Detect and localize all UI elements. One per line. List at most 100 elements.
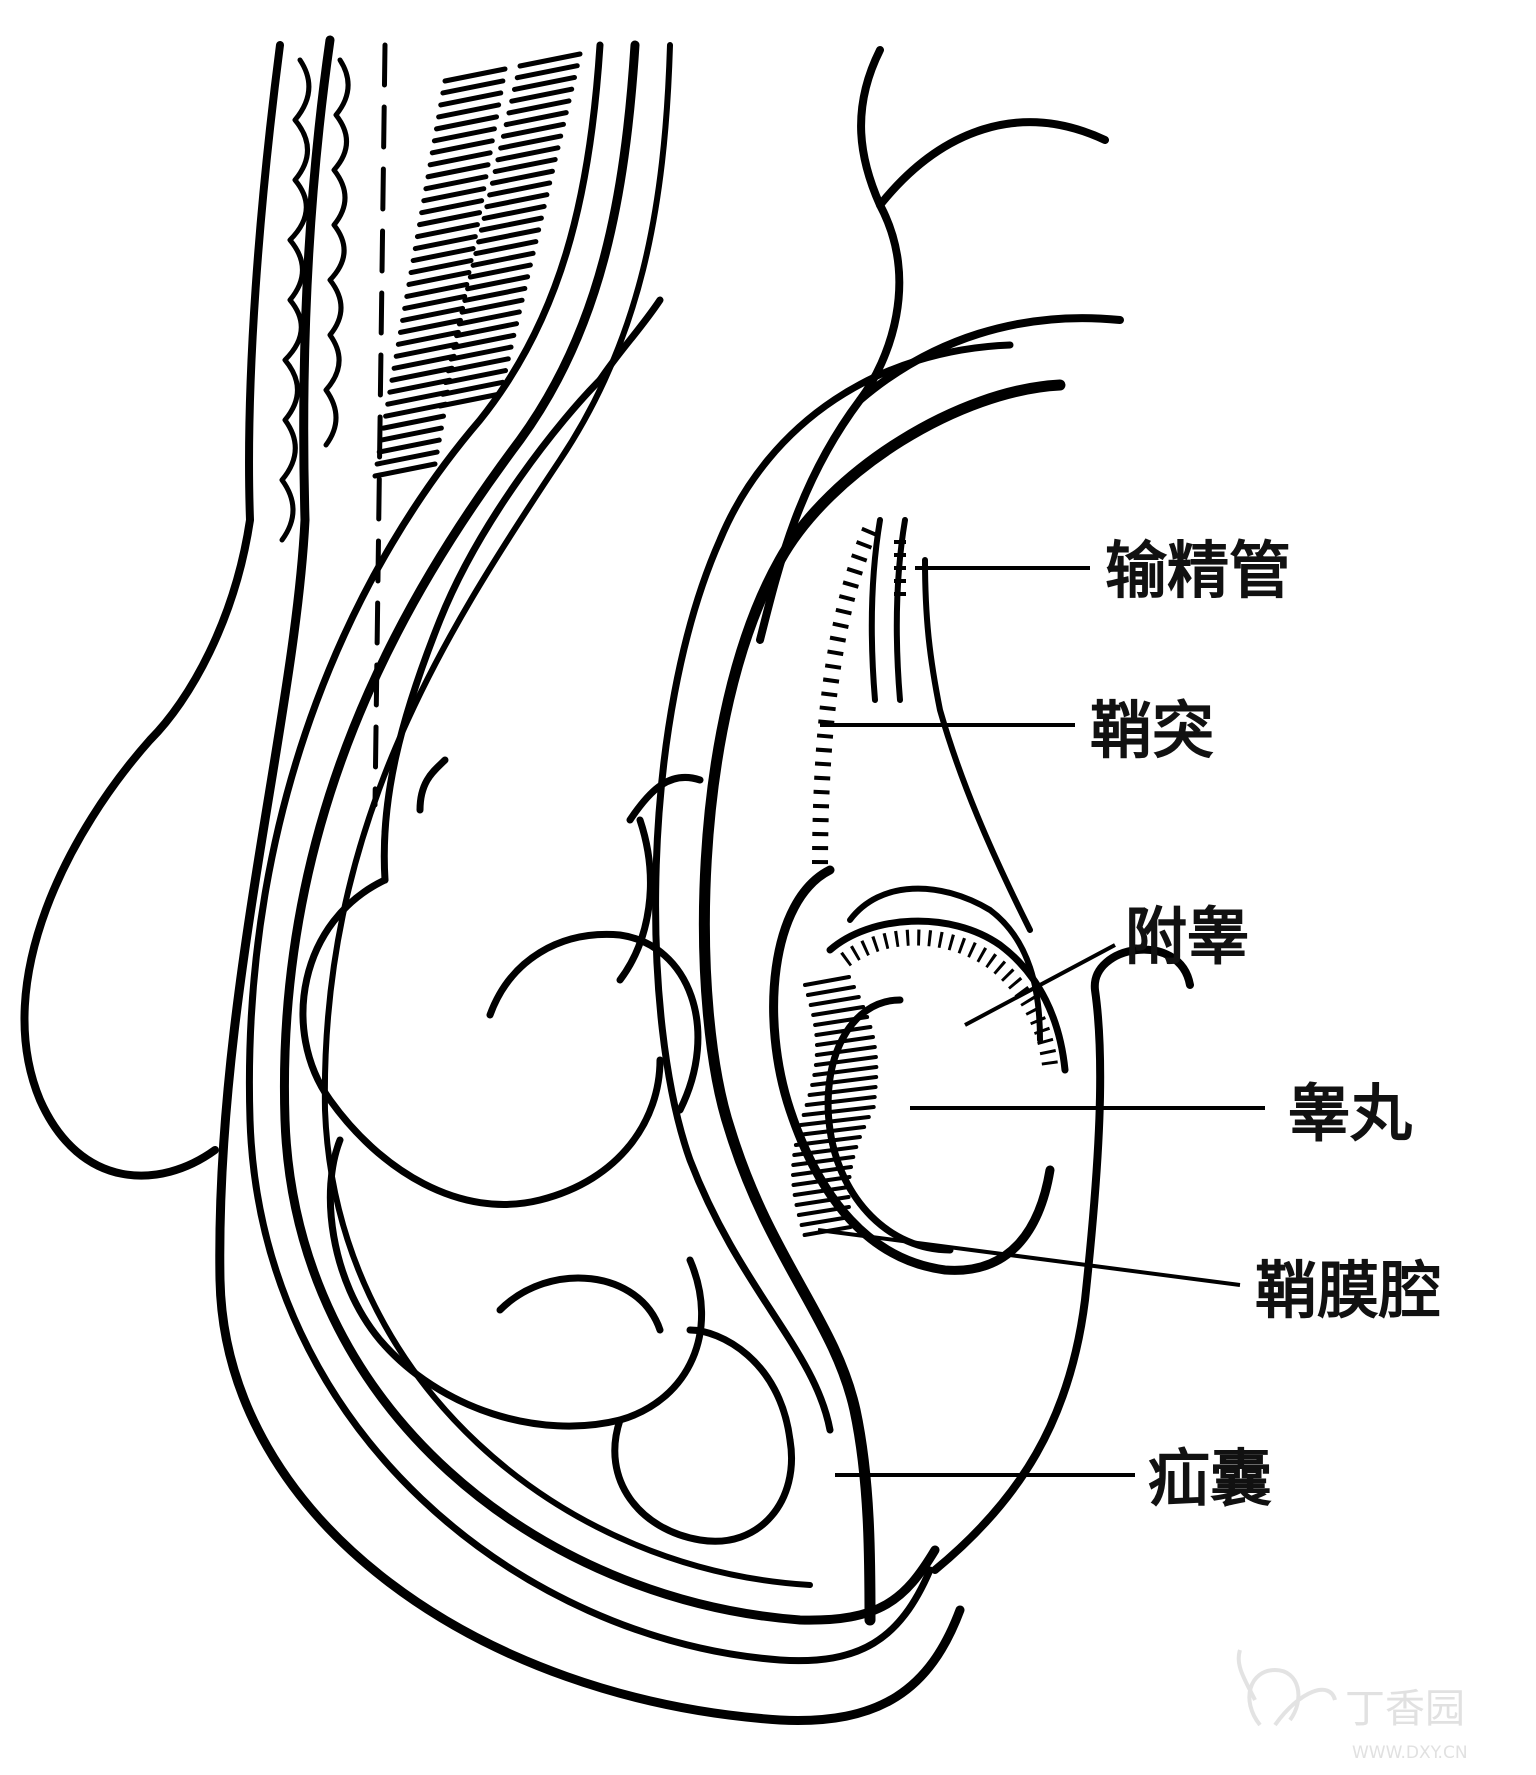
testis-hatch-line — [812, 1065, 879, 1077]
hatch-line — [473, 239, 539, 257]
hatch-line — [412, 234, 478, 252]
hatch-line — [478, 215, 544, 233]
testis-hatch-line — [791, 1175, 852, 1187]
hatch-line — [481, 203, 547, 221]
hatch-line — [378, 425, 444, 443]
hatch-line — [476, 227, 542, 245]
testis-hatch-line — [792, 1185, 851, 1197]
testis-hatch-line — [798, 1115, 871, 1127]
watermark-url: WWW.DXY.CN — [1352, 1743, 1468, 1763]
label-vas-deferens: 输精管 — [1105, 534, 1291, 607]
hatch-line — [404, 281, 470, 299]
hatch-line — [503, 110, 569, 128]
hatch-line — [465, 274, 531, 292]
testis-hatch-line — [808, 995, 861, 1007]
hatch-line — [456, 309, 522, 327]
hatch-line — [423, 174, 489, 192]
hatch-line — [443, 368, 509, 386]
testis-hatch-line — [810, 1075, 879, 1087]
hatch-line — [489, 168, 555, 186]
label-testis: 睾丸 — [1288, 1077, 1412, 1150]
hatch-line — [440, 78, 506, 96]
testis-hatch-line — [796, 1125, 867, 1137]
hatch-line — [514, 63, 580, 81]
hatch-line — [459, 297, 525, 315]
epididymis — [826, 917, 1069, 1074]
hatch-line — [421, 186, 487, 204]
hatch-line — [506, 98, 572, 116]
hatch-line — [417, 210, 483, 228]
hatch-line — [374, 449, 440, 467]
hatch-line — [410, 246, 476, 264]
hatch-line — [380, 413, 446, 431]
testis-hatch-line — [804, 1095, 877, 1107]
testis-hatch-line — [811, 1005, 866, 1017]
hatch-line — [445, 356, 511, 374]
testis-hatching — [791, 975, 879, 1237]
testis-hatch-line — [792, 1145, 859, 1157]
hatch-line — [406, 269, 472, 287]
hatch-line — [372, 461, 438, 479]
hatch-line — [484, 192, 550, 210]
hatch-line — [414, 222, 480, 240]
hatch-line — [385, 389, 451, 407]
testis-hatch-line — [803, 975, 851, 987]
hatch-line — [487, 180, 553, 198]
label-hernia-sac: 疝囊 — [1148, 1442, 1272, 1515]
hatch-line — [429, 138, 495, 156]
cord-layers — [215, 35, 965, 1725]
hatch-line — [397, 317, 463, 335]
hatch-line — [467, 262, 533, 280]
hatch-line — [402, 293, 468, 311]
testis-hatch-line — [813, 1055, 878, 1067]
testis — [769, 865, 1055, 1275]
label-processus-vaginalis: 鞘突 — [1090, 694, 1214, 767]
hatch-line — [498, 133, 564, 151]
testis-hatch-line — [794, 1195, 851, 1207]
testis-hatch-line — [799, 1215, 852, 1227]
hatch-line — [451, 332, 517, 350]
hatch-line — [393, 341, 459, 359]
hatch-line — [454, 321, 520, 339]
hatch-line — [492, 157, 558, 175]
testis-hatch-line — [796, 1205, 851, 1217]
hatch-line — [383, 401, 449, 419]
hernia-sac — [652, 341, 1194, 1626]
hatch-line — [395, 329, 461, 347]
hatch-line — [440, 379, 506, 397]
hatch-line — [509, 86, 575, 104]
testis-hatch-line — [813, 1015, 870, 1027]
label-tunica-cavity: 鞘膜腔 — [1255, 1254, 1441, 1327]
hatch-line — [425, 162, 491, 180]
hatch-line — [438, 90, 504, 108]
hatch-line — [389, 365, 455, 383]
hatch-line — [434, 114, 500, 132]
hatch-line — [400, 305, 466, 323]
processus-vaginalis-dashed — [812, 526, 907, 871]
watermark-logo-icon — [1236, 1649, 1337, 1727]
testis-hatch-line — [793, 1135, 862, 1147]
hatch-line — [391, 353, 457, 371]
hatch-line — [427, 150, 493, 168]
testis-hatch-line — [801, 1105, 876, 1117]
muscle-band-hatching — [372, 51, 583, 479]
label-epididymis: 附睾 — [1125, 900, 1249, 973]
testis-hatch-line — [814, 1025, 873, 1037]
outer-contour — [20, 41, 1124, 1180]
bowel-loops — [299, 296, 795, 1545]
testis-hatch-line — [805, 985, 856, 997]
leader-epididymis — [964, 943, 1116, 1027]
hatch-line — [470, 250, 536, 268]
hatch-line — [448, 344, 514, 362]
hatch-line — [462, 285, 528, 303]
hatch-line — [442, 66, 508, 84]
leader-tunica-cavity — [817, 1228, 1241, 1287]
hatch-line — [431, 126, 497, 144]
hatch-line — [408, 258, 474, 276]
hatch-line — [419, 198, 485, 216]
labels: 输精管 鞘突 附睾 睾丸 鞘膜腔 疝囊 — [1090, 534, 1441, 1515]
hatch-line — [437, 391, 503, 409]
hatch-line — [376, 437, 442, 455]
watermark-name: 丁香园 — [1345, 1686, 1465, 1732]
